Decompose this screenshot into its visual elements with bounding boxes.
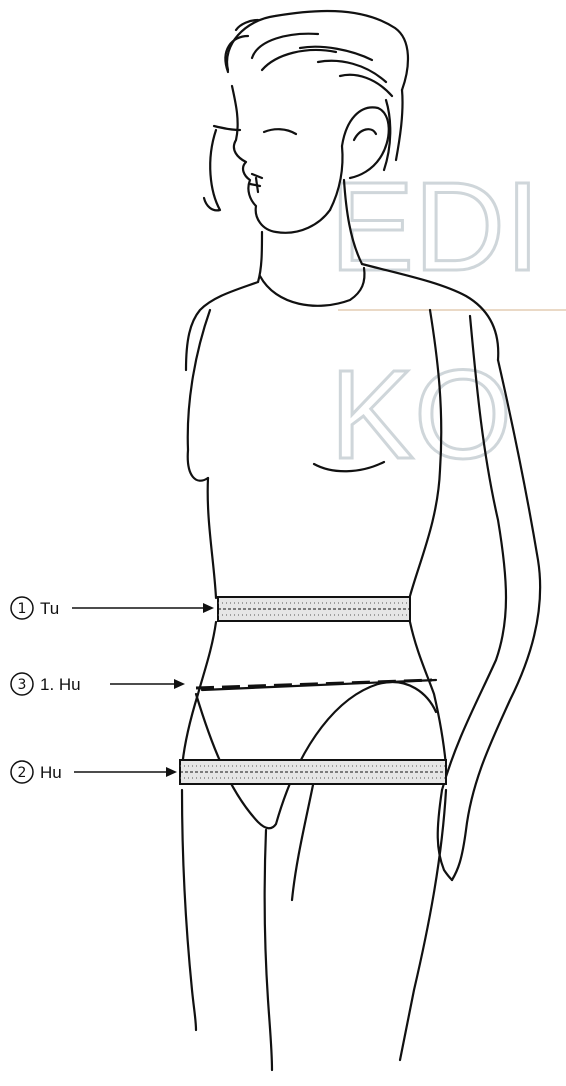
arrow-icon [166,767,177,777]
watermark: EDI KO [330,156,566,485]
callout-waist: 1 Tu [11,597,214,619]
callout-label: 1. Hu [40,675,81,694]
callout-number: 2 [18,765,27,781]
face [204,86,343,233]
callout-label: Hu [40,763,62,782]
waist-tape [218,597,410,621]
watermark-line1: EDI [330,156,540,297]
callout-upper-hip: 3 1. Hu [11,673,185,695]
callout-label: Tu [40,599,59,618]
hip-tape [180,760,446,784]
callout-number: 3 [18,677,27,693]
callout-hip: 2 Hu [11,761,177,783]
arrow-icon [174,679,185,689]
hips [182,622,446,768]
arrow-icon [203,603,214,613]
callout-number: 1 [18,601,27,617]
hair [225,11,408,170]
briefs [196,680,436,828]
legs [182,780,446,1070]
watermark-line2: KO [330,344,512,485]
